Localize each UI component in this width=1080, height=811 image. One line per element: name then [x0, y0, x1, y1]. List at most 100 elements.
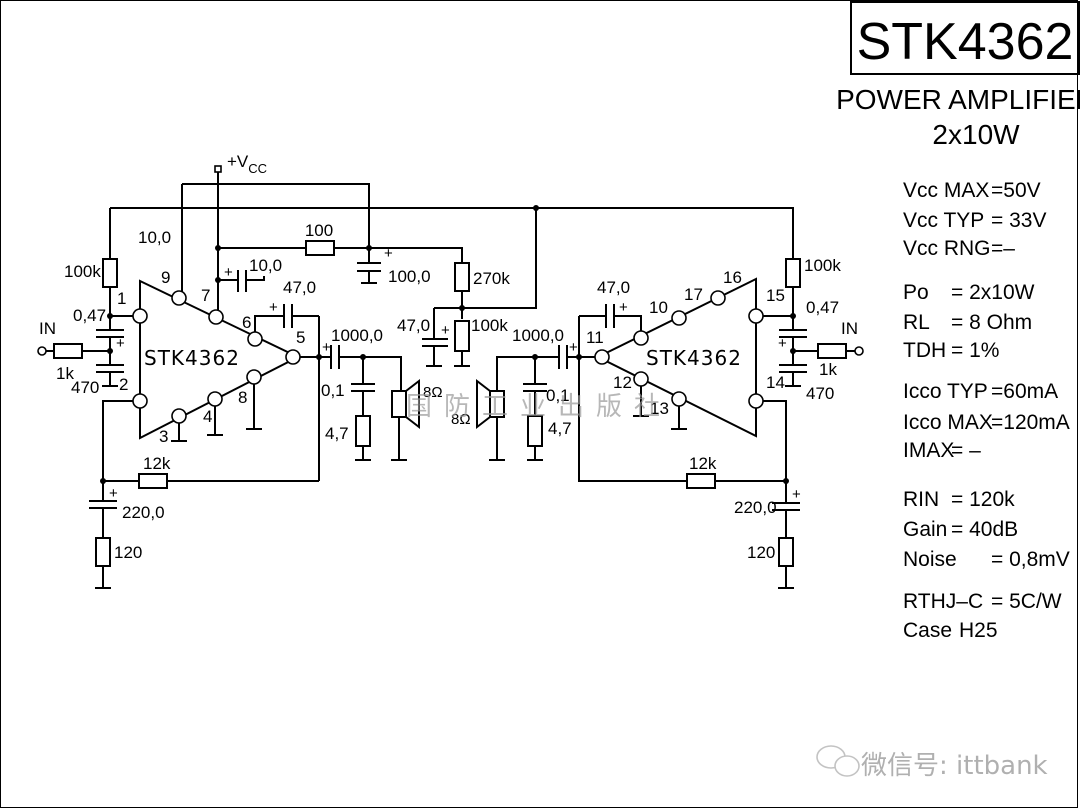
right-input-label: IN [841, 319, 858, 338]
right-capacitor-0-1 [523, 357, 547, 416]
left-pin-2 [132, 393, 148, 409]
spec-label: Vcc TYP [903, 209, 984, 232]
left-capacitor-10u-pin7-label: 10,0 [249, 256, 282, 275]
spec-vcc_rng: Vcc RNG=– [903, 237, 1015, 260]
left-pin-8 [246, 369, 262, 385]
right-pin-14 [748, 393, 764, 409]
right-channel: STK4362 10 11 12 13 14 15 16 17 + 47,0 +… [451, 256, 864, 589]
svg-text:+: + [569, 339, 578, 356]
spec-label: RIN [903, 488, 939, 511]
right-capacitor-470 [779, 351, 807, 387]
right-pin-13-label: 13 [650, 399, 669, 418]
left-capacitor-470 [96, 351, 124, 387]
right-pin-13 [671, 391, 687, 407]
right-capacitor-1000u [558, 345, 568, 369]
power-rating: 2x10W [932, 119, 1020, 150]
spec-icco_max: Icco MAX=120mA [903, 411, 1070, 434]
right-pin-17 [671, 310, 687, 326]
left-resistor-12k [138, 473, 168, 489]
right-capacitor-47u-bootstrap [605, 304, 615, 328]
spec-value: = 120k [951, 488, 1015, 511]
left-pin-7 [208, 309, 224, 325]
left-pin-4-label: 4 [203, 407, 212, 426]
vcc-terminal [214, 165, 222, 173]
right-pin-11-label: 11 [586, 328, 604, 347]
spec-case: Case H25 [903, 619, 998, 642]
left-pin-5-label: 5 [296, 328, 305, 347]
left-resistor-1k [53, 343, 83, 359]
spec-value: = 1% [951, 339, 999, 362]
left-chip-label: STK4362 [144, 346, 240, 370]
left-pin-9-label: 9 [161, 268, 170, 287]
spec-label: Po [903, 281, 929, 304]
resistor-100k-divider [454, 320, 470, 352]
svg-text:+: + [269, 299, 278, 316]
left-resistor-120-label: 120 [114, 543, 142, 562]
right-resistor-120 [778, 537, 794, 567]
right-resistor-1k-label: 1k [819, 360, 837, 379]
right-resistor-4-7-label: 4,7 [548, 419, 572, 438]
left-pin-5 [285, 349, 301, 365]
spec-rthjc: RTHJ–C= 5C/W [903, 590, 1062, 613]
left-channel: STK4362 1 2 3 4 5 6 7 8 9 + 10,0 10,0 [37, 228, 443, 589]
right-input-terminal[interactable] [854, 346, 864, 356]
right-capacitor-220u [772, 481, 800, 538]
left-resistor-1k-label: 1k [56, 364, 74, 383]
svg-text:+: + [619, 299, 628, 316]
spec-vcc_max: Vcc MAX=50V [903, 179, 1041, 202]
spec-imax: IMAX= – [903, 439, 981, 462]
left-capacitor-1000u [330, 345, 340, 369]
left-capacitor-0-47 [96, 316, 124, 351]
resistor-100 [305, 240, 335, 256]
spec-label: IMAX [903, 439, 954, 462]
left-speaker [391, 390, 407, 418]
right-capacitor-47u-bootstrap-label: 47,0 [597, 278, 630, 297]
right-capacitor-470-label: 470 [806, 384, 834, 403]
right-resistor-120-label: 120 [747, 543, 775, 562]
spec-label: Case [903, 619, 952, 642]
left-pin-1-label: 1 [117, 289, 126, 308]
svg-text:+: + [224, 264, 233, 281]
capacitor-100u [357, 251, 381, 284]
spec-label: Icco MAX [903, 411, 993, 434]
left-capacitor-0-1 [351, 357, 375, 416]
spec-value: =– [991, 237, 1015, 260]
spec-rl: RL= 8 Ohm [903, 311, 1032, 334]
spec-label: TDH [903, 339, 946, 362]
right-resistor-12k [686, 473, 716, 489]
spec-icco_typ: Icco TYP=60mA [903, 380, 1058, 403]
spec-gain: Gain= 40dB [903, 518, 1018, 541]
left-pin-8-label: 8 [238, 388, 247, 407]
left-capacitor-47u-bootstrap [283, 304, 293, 328]
left-input-terminal[interactable] [37, 346, 47, 356]
left-capacitor-0-47-label: 0,47 [73, 306, 106, 325]
right-pin-12 [633, 371, 649, 387]
right-pin-10-label: 10 [649, 298, 668, 317]
right-resistor-1k [817, 343, 847, 359]
right-capacitor-0-47-label: 0,47 [806, 298, 839, 317]
vcc-label: +VCC [227, 152, 267, 176]
svg-text:+: + [792, 486, 801, 503]
left-speaker-label: 8Ω [423, 384, 443, 401]
spec-value: H25 [959, 619, 998, 642]
part-number: STK4362 [857, 13, 1074, 71]
left-capacitor-220u [89, 481, 117, 538]
right-pin-16-label: 16 [723, 268, 742, 287]
right-pin-14-label: 14 [766, 373, 785, 392]
left-capacitor-10u-pin7 [218, 270, 265, 292]
left-pin-4 [207, 391, 223, 407]
left-capacitor-47u-bootstrap-label: 47,0 [283, 278, 316, 297]
left-pin-6-label: 6 [242, 313, 251, 332]
spec-label: Icco TYP [903, 380, 988, 403]
spec-label: Gain [903, 518, 947, 541]
left-pin-7-label: 7 [201, 286, 210, 305]
left-resistor-120 [95, 537, 111, 567]
title-box [850, 1, 1080, 75]
spec-po: Po = 2x10W [903, 281, 1035, 304]
right-resistor-100k-label: 100k [804, 256, 841, 275]
title-block: STK4362 POWER AMPLIFIER 2x10W [836, 1, 1080, 150]
spec-value: = 2x10W [951, 281, 1035, 304]
